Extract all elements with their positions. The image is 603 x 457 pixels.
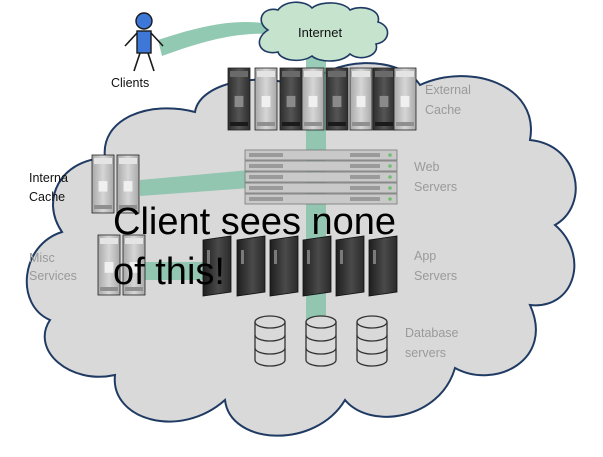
database-cylinder-3: [356, 315, 388, 367]
web-server-unit-2: [244, 160, 398, 172]
app-servers-label-line1: App: [414, 249, 437, 263]
misc-services-tower-1: [97, 234, 121, 296]
external-cache-tower-2: [254, 67, 278, 131]
external-cache-label-line1: External: [425, 83, 471, 97]
web-server-unit-1: [244, 149, 398, 161]
web-servers-rack-icon: [244, 149, 398, 205]
web-servers-label-line2: Servers: [414, 180, 458, 194]
external-cache-tower-6: [349, 67, 373, 131]
external-cache-label-line2: Cache: [425, 103, 462, 117]
internal-cache-tower-2: [116, 154, 140, 214]
internal-cache-label-line2: Cache: [29, 190, 66, 204]
app-server-5: [335, 235, 365, 297]
misc-services-server-icons: [97, 234, 146, 296]
external-cache-tower-3: [279, 67, 303, 131]
database-cylinder-2: [305, 315, 337, 367]
internet-cloud: [258, 1, 389, 62]
external-cache-tower-8: [393, 67, 417, 131]
misc-services-connector: [140, 262, 215, 280]
web-server-unit-5: [244, 193, 398, 205]
app-server-3: [269, 235, 299, 297]
database-icons: [254, 315, 388, 367]
external-cache-tower-7: [372, 67, 396, 131]
misc-services-label-line1: Misc: [29, 251, 55, 265]
internal-cache-server-icons: [91, 154, 140, 214]
client-person-icon: [124, 12, 164, 72]
external-cache-tower-1: [227, 67, 251, 131]
database-servers-label-line1: Database: [405, 326, 459, 340]
misc-services-label-line2: Services: [29, 269, 77, 283]
headline-line1: Client sees none: [113, 201, 397, 243]
app-server-4: [302, 235, 332, 297]
internet-label: Internet: [298, 25, 343, 40]
app-servers-icons: [202, 235, 398, 297]
web-servers-label-line1: Web: [414, 160, 440, 174]
web-server-unit-3: [244, 171, 398, 183]
app-server-2: [236, 235, 266, 297]
internal-cache-label-line1: Interna: [29, 171, 68, 185]
external-cache-tower-5: [325, 67, 349, 131]
app-servers-label-line2: Servers: [414, 269, 458, 283]
database-cylinder-1: [254, 315, 286, 367]
external-cache-tower-4: [301, 67, 325, 131]
misc-services-tower-2: [122, 234, 146, 296]
headline-line2: of this!: [113, 251, 225, 293]
app-server-1: [202, 235, 232, 297]
clients-label: Clients: [111, 76, 150, 90]
external-cache-server-icons: [227, 67, 417, 131]
app-server-6: [368, 235, 398, 297]
database-servers-label-line2: servers: [405, 346, 446, 360]
internal-cache-connector: [140, 170, 250, 196]
internal-cache-tower-1: [91, 154, 115, 214]
datacenter-cloud: [25, 62, 577, 437]
web-server-unit-4: [244, 182, 398, 194]
clients-internet-connector: [158, 21, 272, 56]
